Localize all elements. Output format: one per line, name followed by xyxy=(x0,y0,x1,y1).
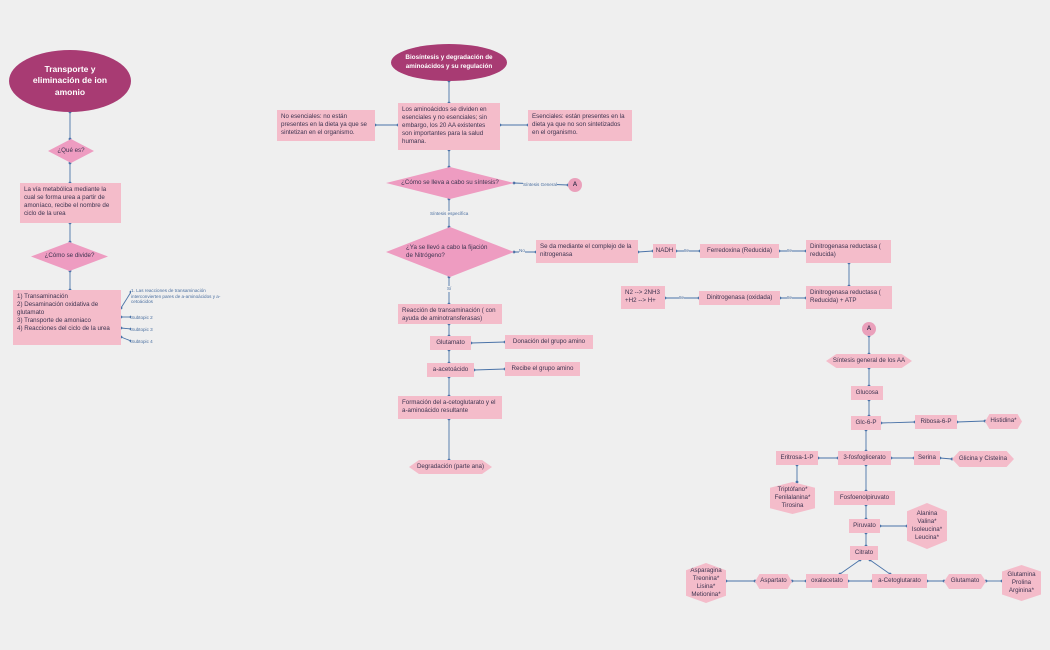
transaminacion[interactable]: Reacción de transaminación ( con ayuda d… xyxy=(398,304,502,324)
nadh[interactable]: NADH xyxy=(653,244,676,258)
n2-reaction[interactable]: N2 --> 2NH3 +H2 --> H+ xyxy=(621,286,665,309)
connector-dot xyxy=(512,181,516,185)
degradacion[interactable]: Degradación (parte ana) xyxy=(409,460,492,474)
piruvato[interactable]: Piruvato xyxy=(849,519,880,533)
glucosa[interactable]: Glucosa xyxy=(851,386,883,400)
connector-line xyxy=(839,559,861,575)
connector-dot xyxy=(512,250,516,254)
glutamina-grupo[interactable]: Glutamina Prolina Arginina* xyxy=(1002,565,1041,601)
connector-line xyxy=(120,336,132,342)
complejo-nitrogenasa[interactable]: Se da mediante el complejo de la nitroge… xyxy=(536,240,638,263)
connector-line xyxy=(120,291,132,309)
sintesis-general-aa[interactable]: Síntesis general de los AA xyxy=(826,354,912,368)
connector-line xyxy=(956,420,986,423)
sintesis-especifica-label: Síntesis específica xyxy=(430,211,469,217)
subtopic-4[interactable]: Subtopic 4 xyxy=(131,339,153,345)
dinitrogenasa-reductasa-reducida[interactable]: Dinitrogenasa reductasa ( reducida) xyxy=(806,240,891,263)
oxalacetato[interactable]: oxalacetato xyxy=(806,574,848,588)
si-label: Sí xyxy=(447,286,452,292)
histidina[interactable]: Histidina* xyxy=(985,414,1022,429)
divisions-list[interactable]: 1) Transaminación 2) Desaminación oxidat… xyxy=(13,290,121,345)
citrato[interactable]: Citrato xyxy=(850,546,878,560)
subtopic-3[interactable]: Subtopic 3 xyxy=(131,327,153,333)
esenciales[interactable]: Esenciales: están presentes en la dieta … xyxy=(528,110,632,141)
connector-a[interactable]: A xyxy=(568,178,582,192)
connector-line xyxy=(637,250,654,253)
fosfoenolpiruvato[interactable]: Fosfoenolpiruvato xyxy=(834,491,895,505)
dinitrogenasa-oxidada[interactable]: Dinitrogenasa (oxidada) xyxy=(699,291,780,305)
ferredoxina[interactable]: Ferredoxina (Reducida) xyxy=(700,244,779,258)
ribosa-6-p[interactable]: Ribosa-6-P xyxy=(915,415,957,429)
left-title[interactable]: Transporte y eliminación de ion amonio xyxy=(9,50,131,112)
e-label-3: 8e xyxy=(787,295,793,301)
serina[interactable]: Serina xyxy=(914,451,940,465)
connector-line xyxy=(939,457,953,460)
eritrosa-1-p[interactable]: Eritrosa-1-P xyxy=(776,451,818,465)
aminoacidos-ramificados[interactable]: Alanina Valina* Isoleucina* Leucina* xyxy=(907,503,947,549)
glicina-cisteina[interactable]: Glicina y Cisteína xyxy=(952,451,1014,467)
connector-a-target[interactable]: A xyxy=(862,322,876,336)
connector-line xyxy=(470,341,506,344)
donacion-amino[interactable]: Donación del grupo amino xyxy=(505,335,593,349)
e-label-4: 8e xyxy=(679,295,685,301)
dinitrogenasa-reductasa-atp[interactable]: Dinitrogenasa reductasa ( Reducida) + AT… xyxy=(806,286,892,309)
aspartato[interactable]: Aspartato xyxy=(755,574,792,589)
subtopic-1[interactable]: 1. Las reacciones de transaminación inte… xyxy=(131,288,231,305)
glc-6-p[interactable]: Glc-6-P xyxy=(851,416,881,430)
asparagina-grupo[interactable]: Asparagina Treonina* Lisina* Metionina* xyxy=(686,563,726,603)
aa-division[interactable]: Los aminoácidos se dividen en esenciales… xyxy=(398,103,500,150)
glutamato-mid[interactable]: Glutamato xyxy=(430,336,471,350)
aromaticos[interactable]: Triptófano* Fenilalanina* Tirosina xyxy=(770,482,815,514)
no-esenciales[interactable]: No esenciales: no están presentes en la … xyxy=(277,110,375,141)
formacion[interactable]: Formación del a-cetoglutarato y el a-ami… xyxy=(398,396,502,419)
connector-line xyxy=(473,368,506,371)
connector-line xyxy=(120,327,132,330)
connector-line xyxy=(869,559,891,575)
a-cetoglutarato[interactable]: a-Cetoglutarato xyxy=(872,574,927,588)
connector-line xyxy=(880,421,916,424)
urea-definition[interactable]: La vía metabólica mediante la cual se fo… xyxy=(20,183,121,223)
3-fosfoglicerato[interactable]: 3-fosfoglicerato xyxy=(838,451,891,465)
glutamato-right[interactable]: Glutamato xyxy=(944,574,986,589)
middle-title[interactable]: Biosíntesis y degradación de aminoácidos… xyxy=(391,44,507,81)
sintesis-general-label: Síntesis General xyxy=(523,182,557,188)
recibe-amino[interactable]: Recibe el grupo amino xyxy=(505,362,580,376)
acetoacido[interactable]: a-acetoácido xyxy=(427,363,474,377)
subtopic-2[interactable]: Subtopic 2 xyxy=(131,315,153,321)
e-label-2: 8e xyxy=(787,248,793,254)
connector-dot xyxy=(795,480,799,484)
e-label-1: 8e xyxy=(684,248,690,254)
no-label: No xyxy=(519,248,525,254)
